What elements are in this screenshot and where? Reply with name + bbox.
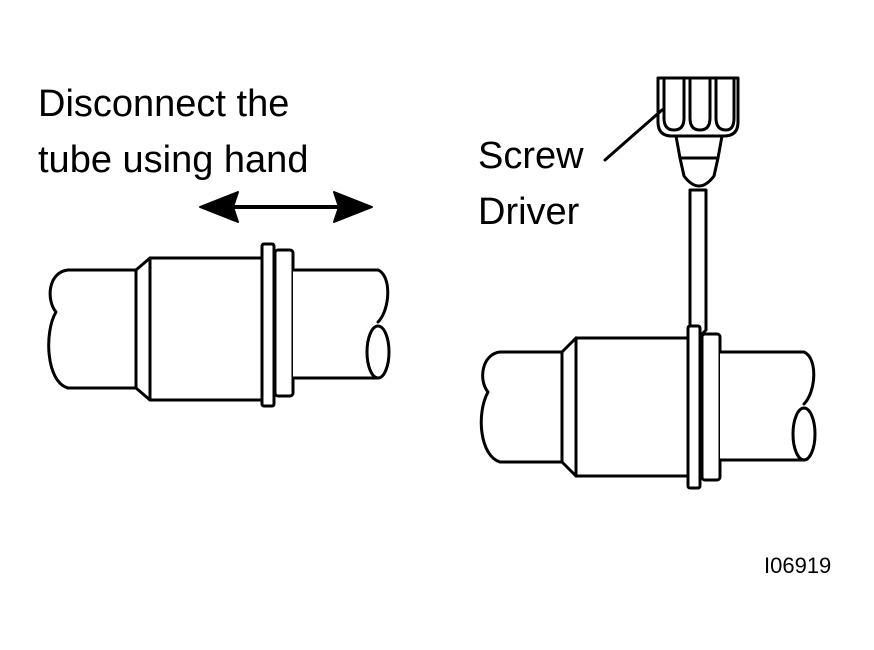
left-retainer-clip (260, 242, 295, 408)
instruction-line-1: Disconnect the (38, 83, 290, 125)
left-coupling-diagram (47, 191, 391, 408)
right-retainer-clip (686, 324, 722, 490)
right-coupling-diagram (479, 76, 817, 490)
right-left-pipe (479, 350, 574, 464)
left-pipe-end (291, 268, 391, 380)
instruction-line-2: tube using hand (38, 139, 309, 181)
left-coupler-body (134, 256, 264, 402)
screwdriver-icon (656, 76, 740, 338)
right-coupler-body (560, 336, 692, 478)
double-arrow-icon (199, 191, 373, 223)
screwdriver-leader-line (603, 108, 664, 162)
right-pipe-end (718, 350, 817, 462)
figure-id: I06919 (764, 553, 832, 578)
tool-label-line-1: Screw (478, 135, 584, 177)
tool-label-line-2: Driver (478, 191, 580, 233)
left-pipe (47, 268, 142, 390)
